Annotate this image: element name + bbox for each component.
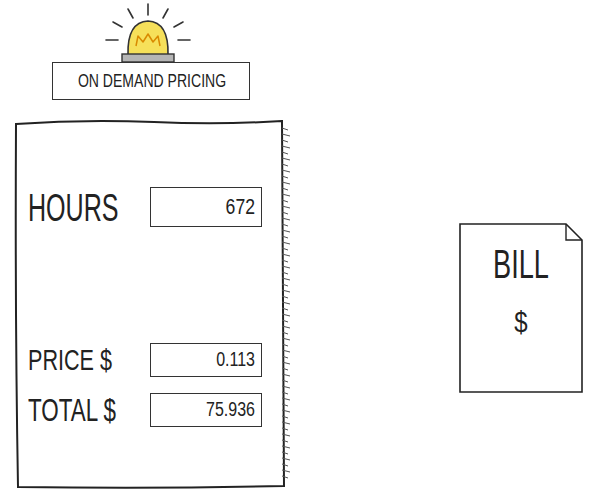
price-sheet: HOURS PRICE $ TOTAL $ 672 0.113 75.936	[14, 118, 292, 490]
value-box: 0.113	[150, 343, 262, 377]
header-text: ON DEMAND PRICING	[75, 63, 229, 99]
header-box: ON DEMAND PRICING	[52, 62, 250, 100]
value-box: 75.936	[150, 393, 262, 427]
bill-title: BILL	[478, 238, 564, 290]
sheet-border	[16, 121, 284, 488]
bill-symbol: $	[471, 300, 572, 344]
value-text: 0.113	[172, 344, 255, 375]
row-label: TOTAL $	[28, 390, 126, 430]
folded-corner	[566, 224, 582, 240]
row-label: PRICE $	[28, 340, 129, 380]
torn-edge	[282, 128, 290, 478]
light-base	[122, 54, 174, 62]
value-text: 672	[172, 188, 255, 225]
bill-document: BILL $	[458, 222, 584, 394]
row-label: HOURS	[28, 184, 120, 232]
light-dome	[128, 21, 168, 55]
value-box: 672	[150, 187, 262, 227]
bill-border	[460, 224, 582, 392]
light-filament	[136, 34, 160, 46]
value-text: 75.936	[172, 394, 255, 425]
price-sheet-outline	[14, 118, 292, 490]
